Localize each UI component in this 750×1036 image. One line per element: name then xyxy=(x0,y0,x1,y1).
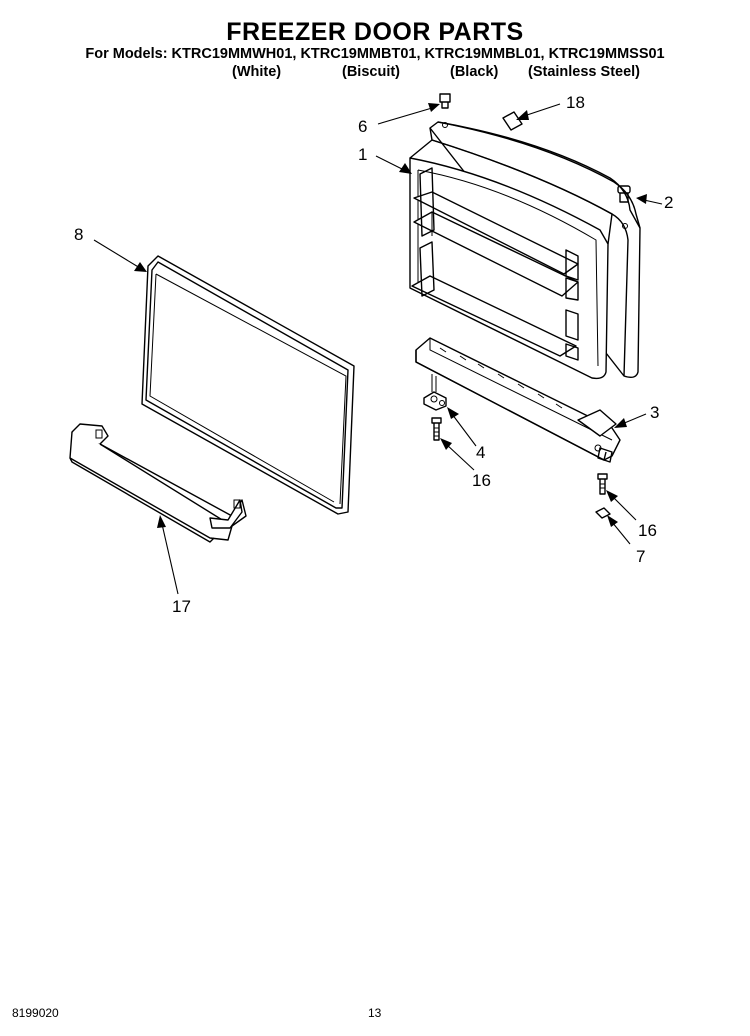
document-number: 8199020 xyxy=(12,1006,59,1020)
callout-2: 2 xyxy=(664,193,673,212)
part-label-18 xyxy=(502,111,523,131)
callout-8: 8 xyxy=(74,225,83,244)
callout-3: 3 xyxy=(650,403,659,422)
part-bin-bar xyxy=(69,423,247,543)
color-label-black: (Black) xyxy=(450,64,499,80)
callout-numbers: 6 18 1 2 8 3 4 16 16 7 17 xyxy=(74,93,673,616)
leader-lines xyxy=(93,103,663,595)
color-label-biscuit: (Biscuit) xyxy=(342,64,400,80)
page-title: FREEZER DOOR PARTS xyxy=(226,18,524,46)
color-label-stainless: (Stainless Steel) xyxy=(528,64,641,80)
callout-18: 18 xyxy=(566,93,585,112)
color-label-white: (White) xyxy=(232,64,282,80)
callout-17: 17 xyxy=(172,597,191,616)
callout-7: 7 xyxy=(636,547,645,566)
callout-16-left: 16 xyxy=(472,471,491,490)
part-freezer-door xyxy=(409,121,641,380)
callout-16-right: 16 xyxy=(638,521,657,540)
callout-6: 6 xyxy=(358,117,367,136)
part-plug-2 xyxy=(617,185,631,203)
part-screw-16b xyxy=(597,473,608,495)
page-number: 13 xyxy=(368,1006,382,1020)
callout-4: 4 xyxy=(476,443,485,462)
part-door-gasket xyxy=(141,255,355,515)
part-hinge-bracket xyxy=(415,337,621,463)
part-hinge-pin xyxy=(423,374,447,411)
callout-1: 1 xyxy=(358,145,367,164)
model-list: For Models: KTRC19MMWH01, KTRC19MMBT01, … xyxy=(85,46,665,62)
part-screw-16a xyxy=(431,417,442,441)
part-nut-7 xyxy=(595,507,611,519)
part-screw-6 xyxy=(439,93,451,109)
